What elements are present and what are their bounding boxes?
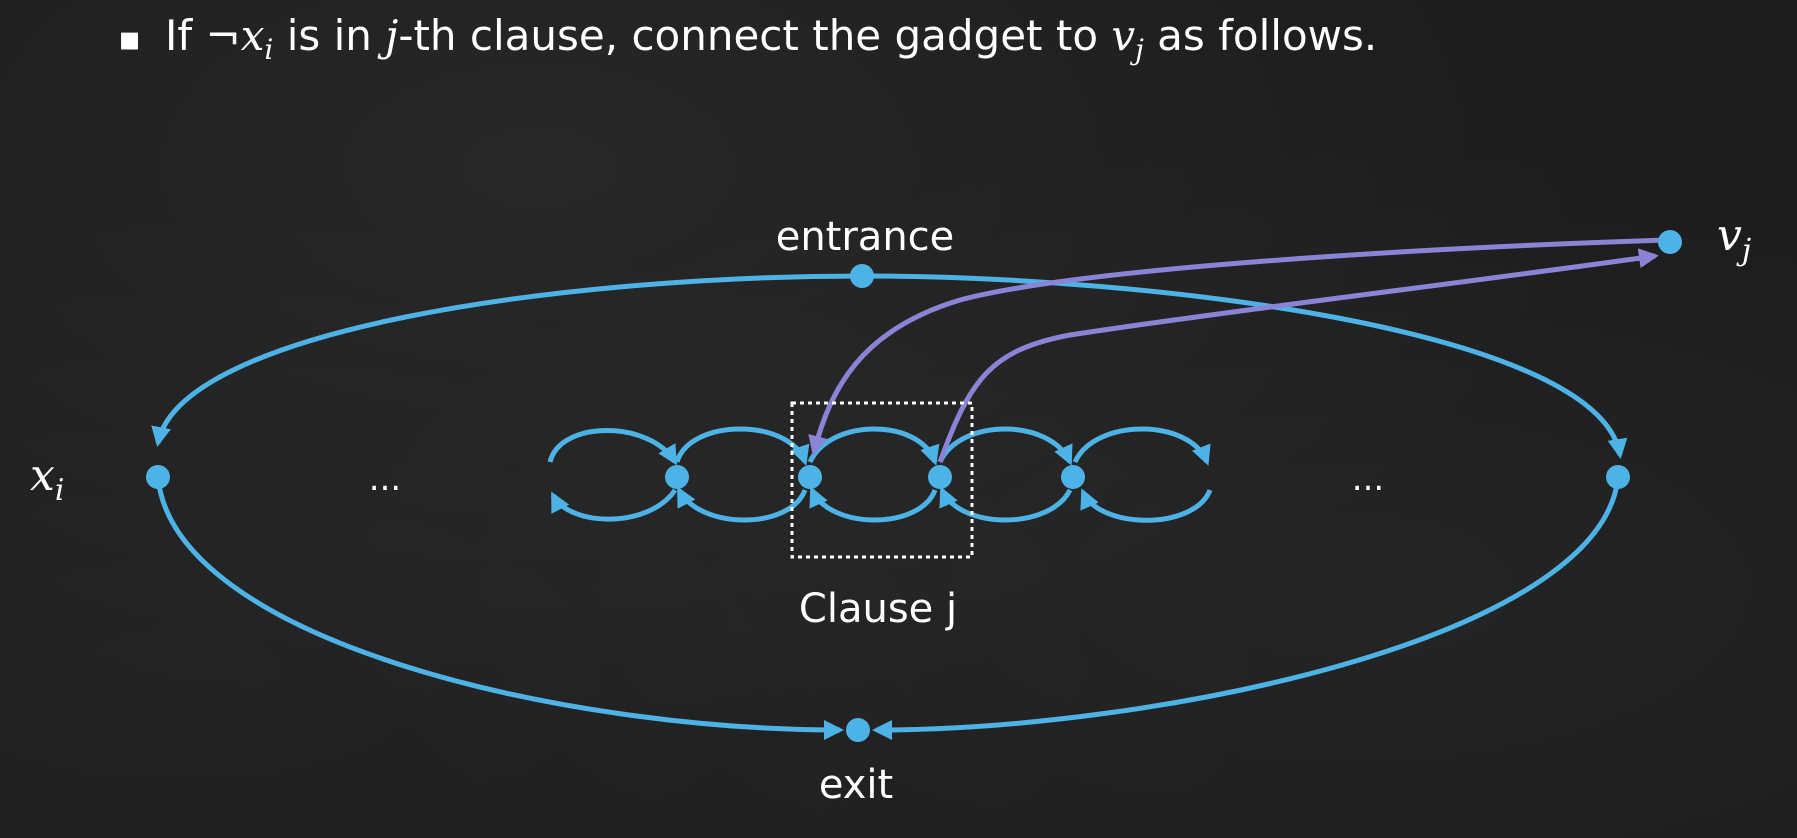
- label-xi-base: x: [30, 450, 55, 501]
- label-clause: Clause j: [799, 586, 957, 632]
- heading-vj: v: [1111, 11, 1135, 60]
- chain-top-2: [807, 426, 940, 466]
- clause-box: [790, 401, 974, 559]
- node-entrance: [850, 264, 874, 288]
- chain-top-3: [937, 426, 1073, 466]
- heading-text: If ¬xi is in j-th clause, connect the ga…: [165, 11, 1377, 66]
- label-dots-right: ...: [1352, 459, 1384, 499]
- edge-vj-to-clause-left: [808, 237, 1669, 456]
- chain-bottom-1: [676, 486, 808, 523]
- heading-xi-sub: i: [264, 33, 273, 66]
- label-entrance: entrance: [776, 214, 955, 260]
- chain-bottom-0: [550, 488, 678, 522]
- label-vj-base: v: [1717, 210, 1742, 261]
- chain-bottom-4: [1080, 488, 1213, 523]
- chain-bottom-2: [809, 486, 938, 523]
- label-dots-left: ...: [369, 459, 401, 499]
- heading-suffix: as follows.: [1144, 11, 1377, 60]
- node-xi: [146, 465, 170, 489]
- chain-top-0: [547, 428, 678, 466]
- node-exit: [846, 718, 870, 742]
- label-xi: xi: [30, 450, 64, 508]
- heading-xi: x: [241, 11, 265, 60]
- clause-chain: [547, 426, 1213, 523]
- node-chain-2: [928, 465, 952, 489]
- label-xi-sub: i: [55, 473, 65, 508]
- heading-neg: ¬: [206, 11, 241, 60]
- nodes: [146, 230, 1682, 742]
- heading-bullet: ▪: [118, 19, 141, 59]
- chain-top-1: [674, 426, 810, 466]
- node-chain-3: [1061, 465, 1085, 489]
- node-right: [1606, 465, 1630, 489]
- edge-entrance-to-xi: [151, 273, 863, 447]
- heading-mid1: is in: [273, 11, 385, 60]
- heading-prefix: If: [165, 11, 206, 60]
- chain-top-4: [1072, 426, 1211, 466]
- node-vj: [1658, 230, 1682, 254]
- edge-right-to-exit: [872, 477, 1621, 740]
- edge-entrance-to-right: [861, 273, 1628, 459]
- outer-edges: [151, 273, 1628, 740]
- label-exit: exit: [819, 762, 893, 808]
- heading-mid2: -th clause, connect the gadget to: [398, 11, 1111, 60]
- node-chain-1: [798, 465, 822, 489]
- node-chain-0: [665, 465, 689, 489]
- edge-clause-right-to-vj: [937, 248, 1659, 463]
- chain-bottom-3: [939, 486, 1073, 523]
- label-vj: vj: [1717, 210, 1751, 268]
- vj-connections: [808, 237, 1669, 463]
- edge-xi-to-exit: [155, 477, 844, 740]
